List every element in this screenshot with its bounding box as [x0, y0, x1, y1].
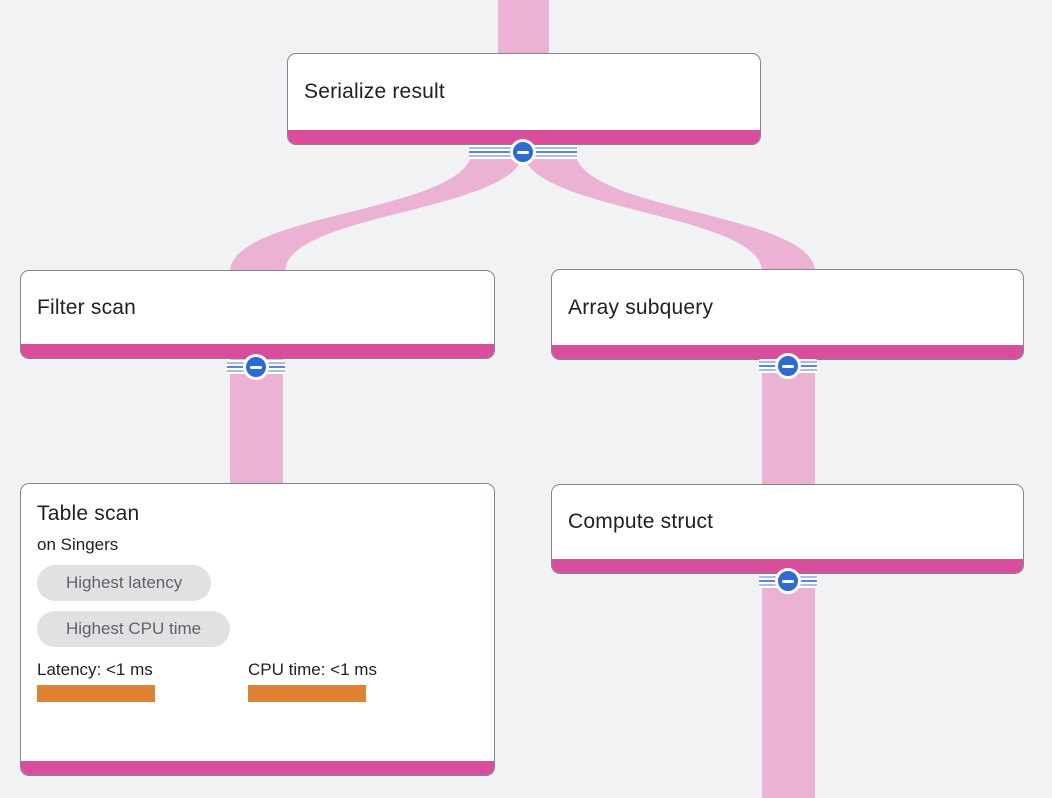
flow-serialize-to-array: [523, 150, 815, 272]
collapse-button-serialize-result[interactable]: [469, 139, 577, 165]
minus-icon: [782, 579, 794, 583]
minus-icon: [517, 150, 529, 154]
collapse-minus-icon[interactable]: [510, 139, 536, 165]
node-accent-bar: [288, 130, 760, 144]
collapse-minus-icon[interactable]: [775, 568, 801, 594]
stat-latency: Latency: <1 ms: [37, 660, 248, 702]
flow-serialize-to-filter: [230, 150, 524, 272]
node-title: Compute struct: [568, 510, 714, 533]
minus-icon: [782, 364, 794, 368]
collapse-minus-icon[interactable]: [775, 353, 801, 379]
node-title: Table scan: [37, 502, 140, 525]
collapse-minus-icon[interactable]: [243, 354, 269, 380]
node-header: Compute struct: [552, 485, 1023, 559]
node-accent-bar: [552, 559, 1023, 573]
collapse-button-compute-struct[interactable]: [759, 568, 817, 594]
stats-row: Latency: <1 ms CPU time: <1 ms: [37, 660, 478, 702]
node-accent-bar: [21, 761, 494, 775]
node-header: Serialize result: [288, 54, 760, 130]
node-table-scan[interactable]: Table scan on Singers Highest latency Hi…: [20, 483, 495, 776]
stat-cpu-time: CPU time: <1 ms: [248, 660, 459, 702]
badge-highest-latency: Highest latency: [37, 565, 212, 601]
node-accent-bar: [552, 345, 1023, 359]
node-compute-struct[interactable]: Compute struct: [551, 484, 1024, 574]
node-filter-scan[interactable]: Filter scan: [20, 270, 495, 359]
minus-icon: [250, 365, 262, 369]
node-title: Array subquery: [568, 295, 714, 319]
node-header: Array subquery: [552, 270, 1023, 345]
stat-cpu-time-label: CPU time: <1 ms: [248, 660, 377, 679]
node-subtitle: on Singers: [37, 535, 119, 554]
stat-cpu-time-bar: [248, 685, 366, 702]
node-header: Filter scan: [21, 271, 494, 344]
node-title: Filter scan: [37, 295, 137, 319]
stat-latency-bar: [37, 685, 155, 702]
node-body: Table scan on Singers Highest latency Hi…: [21, 484, 494, 761]
collapse-button-array-subquery[interactable]: [759, 353, 817, 379]
stat-latency-label: Latency: <1 ms: [37, 660, 153, 679]
node-array-subquery[interactable]: Array subquery: [551, 269, 1024, 360]
flow-compute-to-collapsed: [762, 568, 815, 798]
badge-highest-cpu-time: Highest CPU time: [37, 611, 231, 647]
collapse-button-filter-scan[interactable]: [227, 354, 285, 380]
node-accent-bar: [21, 344, 494, 358]
node-serialize-result[interactable]: Serialize result: [287, 53, 761, 145]
node-title: Serialize result: [304, 80, 445, 103]
flow-root-to-serialize: [498, 0, 549, 60]
